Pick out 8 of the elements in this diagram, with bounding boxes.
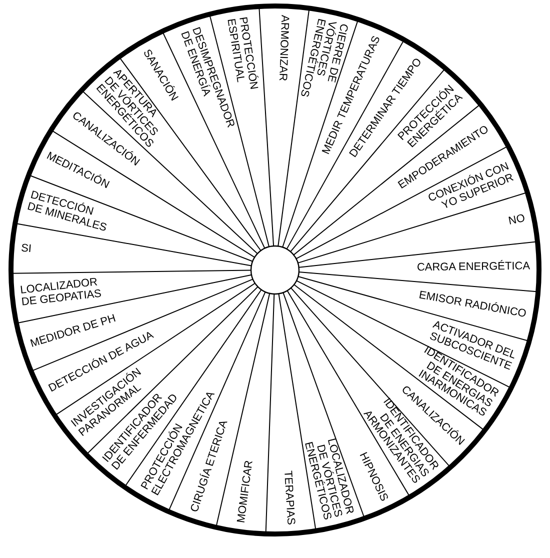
sector-label: CARGA ENERGÉTICA <box>416 260 530 274</box>
sector-label: LOCALIZADOR DE GEOPATIAS <box>20 275 122 309</box>
sector-label: ARMONIZAR <box>276 14 290 82</box>
sector-label: MOMIFICAR <box>236 460 256 524</box>
sector-label: SI <box>20 243 32 256</box>
sector-label: NO <box>507 212 526 228</box>
sector-label: TERAPIAS <box>281 470 296 525</box>
sector-label: EMISOR RADIÓNICO <box>418 290 527 321</box>
